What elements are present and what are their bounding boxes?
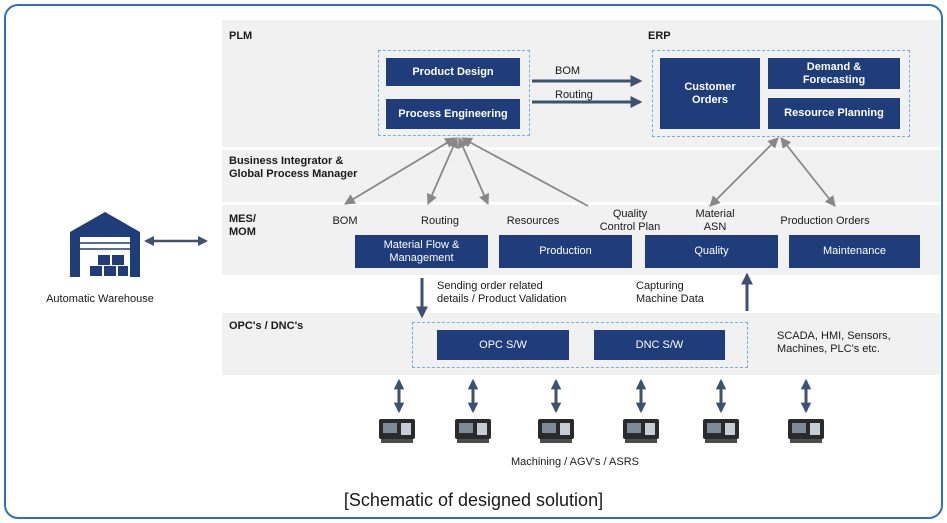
cnc-machine-icon (379, 419, 415, 443)
capturing-data-label: Capturing Machine Data (636, 280, 704, 305)
business-integrator-label: Business Integrator & Global Process Man… (229, 155, 358, 180)
maintenance-box: Maintenance (789, 235, 920, 268)
mes-quality-plan-label: Quality Control Plan (599, 208, 661, 233)
resource-planning-box: Resource Planning (768, 98, 900, 129)
warehouse-icon (70, 212, 140, 277)
sending-order-label: Sending order related details / Product … (437, 280, 567, 305)
process-engineering-box: Process Engineering (386, 99, 520, 129)
opc-band (222, 313, 940, 375)
mes-routing-label: Routing (421, 215, 459, 227)
cnc-machine-icon (455, 419, 491, 443)
mes-bom-label: BOM (332, 215, 358, 227)
dnc-sw-box: DNC S/W (594, 330, 725, 360)
product-design-box: Product Design (386, 58, 520, 86)
machines-label: Machining / AGV's / ASRS (510, 456, 640, 468)
cnc-machine-icon (623, 419, 659, 443)
mes-resources-label: Resources (506, 215, 560, 227)
routing-flow-label: Routing (555, 89, 593, 101)
opc-sw-box: OPC S/W (437, 330, 569, 360)
erp-mes-arrows (709, 137, 836, 207)
quality-box: Quality (645, 235, 778, 268)
plm-label: PLM (229, 30, 253, 42)
opc-group (412, 322, 748, 368)
mes-label: MES/ MOM (229, 213, 256, 238)
erp-group (652, 50, 910, 137)
plm-group (378, 50, 530, 136)
mes-production-orders-label: Production Orders (780, 215, 870, 227)
opc-label: OPC's / DNC's (229, 320, 304, 332)
erp-label: ERP (648, 30, 671, 42)
material-flow-box: Material Flow & Management (355, 235, 488, 268)
cnc-machine-icon (538, 419, 574, 443)
customer-orders-box: Customer Orders (660, 58, 760, 129)
warehouse-label: Automatic Warehouse (46, 293, 154, 305)
production-box: Production (499, 235, 632, 268)
bom-flow-label: BOM (555, 65, 581, 77)
diagram-caption: [Schematic of designed solution] (343, 490, 604, 510)
machine-arrows (393, 378, 812, 414)
demand-forecasting-box: Demand & Forecasting (768, 58, 900, 89)
mes-material-asn-label: Material ASN (695, 208, 735, 233)
plm-mes-arrows (344, 137, 589, 207)
scada-label: SCADA, HMI, Sensors, Machines, PLC's etc… (777, 330, 891, 355)
cnc-machine-icon (703, 419, 739, 443)
cnc-machine-icon (788, 419, 824, 443)
